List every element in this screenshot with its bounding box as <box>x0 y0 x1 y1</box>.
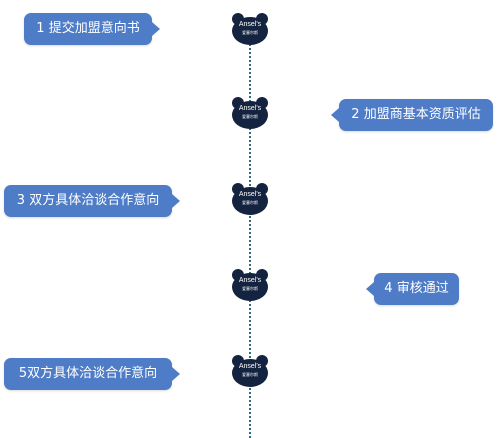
bear-logo-name-cn: 爱塞尔斯 <box>242 30 258 35</box>
step-5-label: 5双方具体洽谈合作意向 <box>18 366 158 381</box>
timeline-dotted-line <box>249 40 251 438</box>
bear-head-icon <box>232 97 268 129</box>
bear-head-icon <box>232 269 268 301</box>
step-3-callout: 3 双方具体洽谈合作意向 <box>4 185 180 217</box>
bear-logo-name-en: Ansel's <box>238 277 262 284</box>
step-3-label: 3 双方具体洽谈合作意向 <box>16 193 160 208</box>
step-2-callout: 2 加盟商基本资质评估 <box>331 99 493 131</box>
bear-logo-name-cn: 爱塞尔斯 <box>242 200 258 205</box>
bear-logo-name-cn: 爱塞尔斯 <box>242 286 258 291</box>
bear-logo-name-cn: 爱塞尔斯 <box>242 114 258 119</box>
bear-head-icon <box>232 355 268 387</box>
bear-logo-2: Ansel's 爱塞尔斯 <box>230 96 270 130</box>
step-2-label: 2 加盟商基本资质评估 <box>351 107 481 122</box>
bear-logo-5: Ansel's 爱塞尔斯 <box>230 354 270 388</box>
bear-logo-name-en: Ansel's <box>238 363 262 370</box>
bear-logo-4: Ansel's 爱塞尔斯 <box>230 268 270 302</box>
bear-logo-name-en: Ansel's <box>238 105 262 112</box>
step-1-label: 1 提交加盟意向书 <box>36 21 140 36</box>
bear-logo-3: Ansel's 爱塞尔斯 <box>230 182 270 216</box>
bear-logo-name-en: Ansel's <box>238 21 262 28</box>
bear-head-icon <box>232 183 268 215</box>
bear-logo-name-en: Ansel's <box>238 191 262 198</box>
bear-logo-1: Ansel's 爱塞尔斯 <box>230 12 270 46</box>
step-4-callout: 4 审核通过 <box>366 273 459 305</box>
step-1-callout: 1 提交加盟意向书 <box>24 13 160 45</box>
step-5-callout: 5双方具体洽谈合作意向 <box>4 358 180 390</box>
bear-head-icon <box>232 13 268 45</box>
bear-logo-name-cn: 爱塞尔斯 <box>242 372 258 377</box>
step-4-label: 4 审核通过 <box>384 281 449 296</box>
